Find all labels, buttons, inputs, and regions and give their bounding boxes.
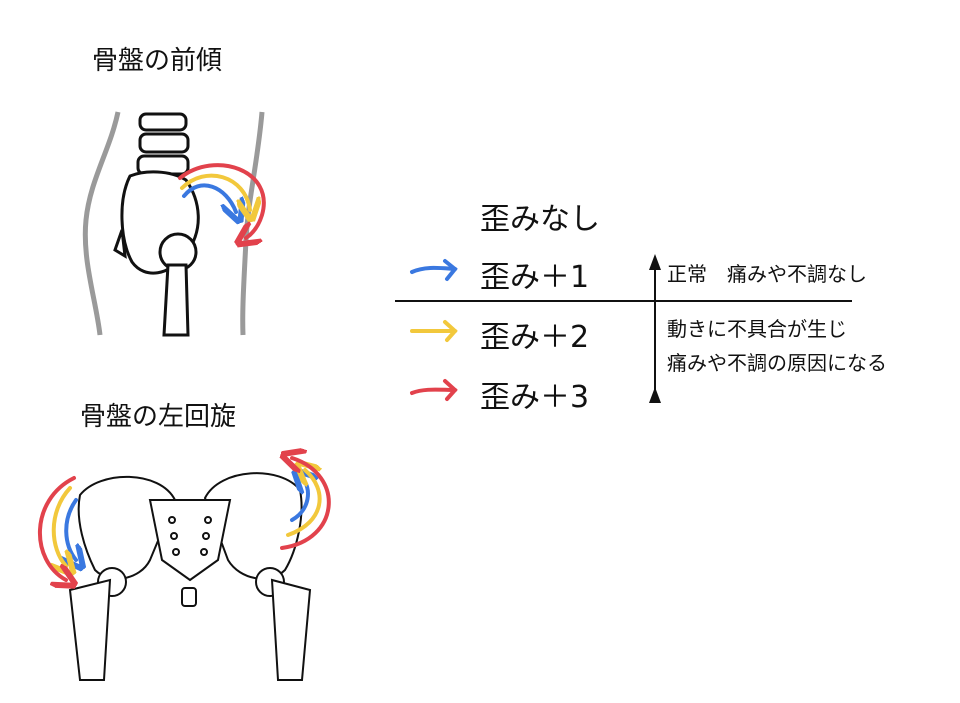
blue-arrow-icon bbox=[410, 265, 457, 274]
red-arrow-icon bbox=[410, 387, 457, 395]
normal-note: 正常 痛みや不調なし bbox=[667, 262, 867, 286]
level-2: 歪み＋2 bbox=[480, 320, 590, 355]
level-1: 歪み＋1 bbox=[480, 260, 590, 295]
lateral-pelvis-illustration bbox=[82, 111, 265, 337]
problem-note-line-2: 痛みや不調の原因になる bbox=[667, 351, 887, 375]
left-rotation-title: 骨盤の左回旋 bbox=[80, 402, 237, 432]
anterior-tilt-title: 骨盤の前傾 bbox=[92, 46, 223, 76]
level-3: 歪み＋3 bbox=[480, 380, 590, 415]
tilt-arrows bbox=[178, 163, 266, 238]
problem-note-line-1: 動きに不具合が生じ bbox=[667, 317, 847, 341]
frontal-pelvis-illustration bbox=[68, 472, 312, 681]
legend-arrows bbox=[410, 259, 458, 401]
level-none: 歪みなし bbox=[480, 202, 600, 237]
rotation-arrows bbox=[37, 458, 331, 580]
